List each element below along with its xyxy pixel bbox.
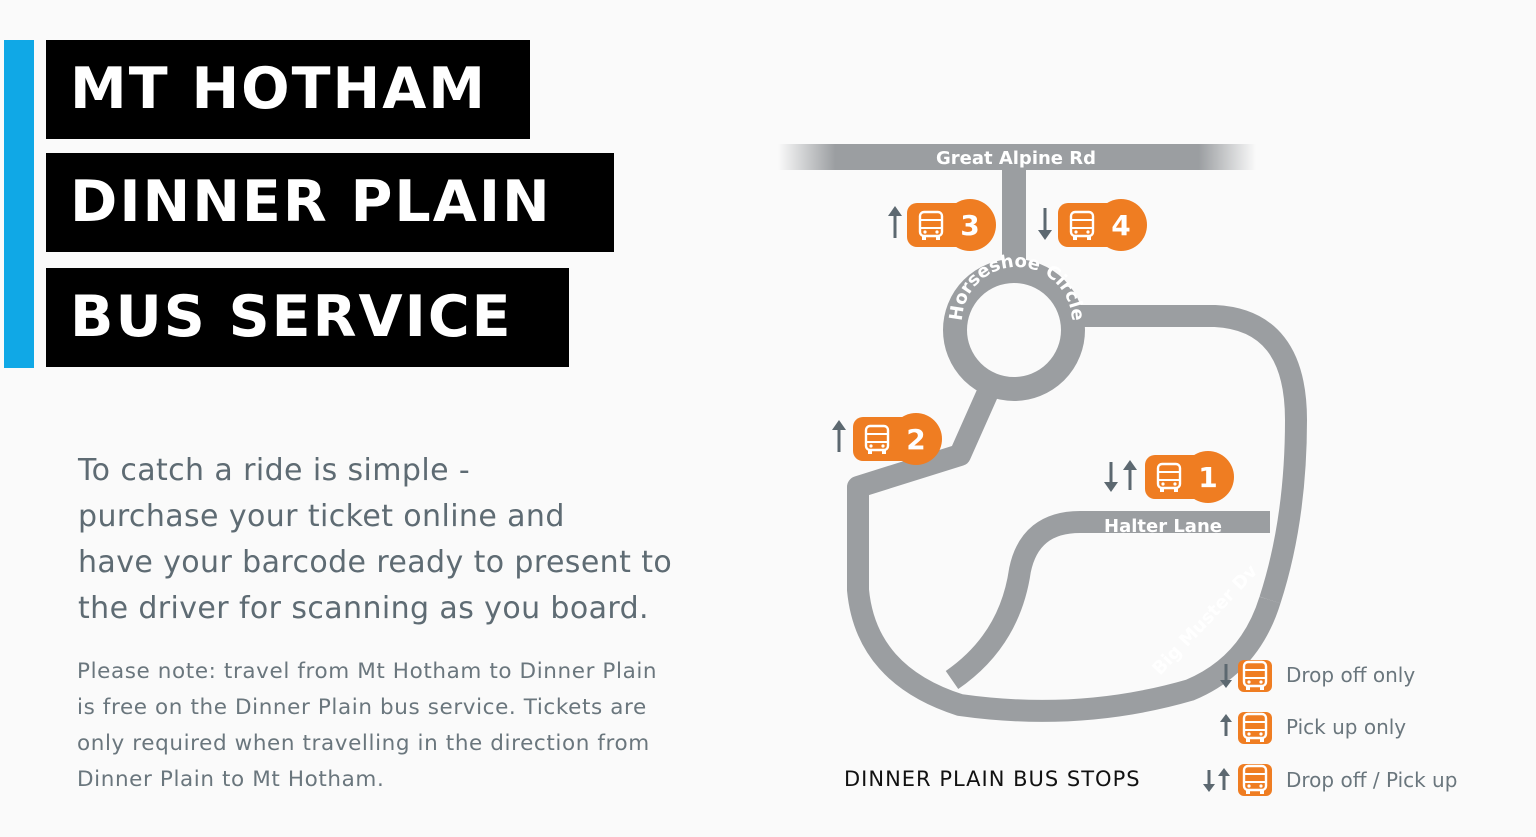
svg-text:Drop off only: Drop off only [1286,663,1415,687]
note-line: is free on the Dinner Plain bus service.… [77,695,647,720]
up-arrow-icon [1220,714,1232,722]
intro-line: To catch a ride is simple - [78,453,471,488]
stop-2-marker: 2 [832,413,942,465]
svg-text:Drop off / Pick up: Drop off / Pick up [1286,768,1457,792]
intro-line: purchase your ticket online and [78,499,565,534]
svg-text:3: 3 [960,209,979,242]
svg-text:1: 1 [1198,461,1217,494]
up-arrow-icon [1218,768,1230,776]
down-arrow-icon [1220,680,1232,688]
halter-lane-label: Halter Lane [1104,516,1222,537]
intro-line: the driver for scanning as you board. [78,591,649,626]
great-alpine-rd [778,144,1256,170]
stop-1-marker: 1 [1104,451,1234,503]
svg-text:4: 4 [1111,209,1130,242]
legend-item-drop-off-pick-up: Drop off / Pick up [1203,764,1457,796]
legend-item-pick-up: Pick up only [1220,712,1406,744]
east-road [1070,305,1307,604]
up-arrow-icon [1123,460,1137,470]
down-arrow-icon [1203,784,1215,792]
horseshoe-circle-label: Horseshoe Circle [946,251,1089,322]
halter-lane [945,511,1270,690]
great-alpine-rd-label: Great Alpine Rd [936,148,1096,169]
west-road [847,387,1281,722]
up-arrow-icon [832,420,846,430]
horseshoe-circle [943,259,1085,401]
intro-line: have your barcode ready to present to [78,545,673,580]
title-line-3: BUS SERVICE [46,268,569,367]
down-arrow-icon [1038,230,1052,240]
intro-paragraph: To catch a ride is simple - purchase you… [78,448,768,632]
title-line-1: MT HOTHAM [46,40,530,139]
stop-3-marker: 3 [888,199,996,251]
note-line: Please note: travel from Mt Hotham to Di… [77,659,658,684]
accent-bar [4,40,34,368]
down-arrow-icon [1104,482,1118,492]
svg-text:Pick up only: Pick up only [1286,715,1406,739]
stop-4-marker: 4 [1038,199,1147,251]
up-arrow-icon [888,206,902,216]
note-line: Dinner Plain to Mt Hotham. [77,767,385,792]
note-line: only required when travelling in the dir… [77,731,650,756]
note-paragraph: Please note: travel from Mt Hotham to Di… [77,654,767,798]
map-caption: DINNER PLAIN BUS STOPS [844,767,1141,791]
svg-text:2: 2 [906,423,925,456]
legend-item-drop-off: Drop off only [1220,660,1415,692]
title-line-2: DINNER PLAIN [46,153,614,252]
